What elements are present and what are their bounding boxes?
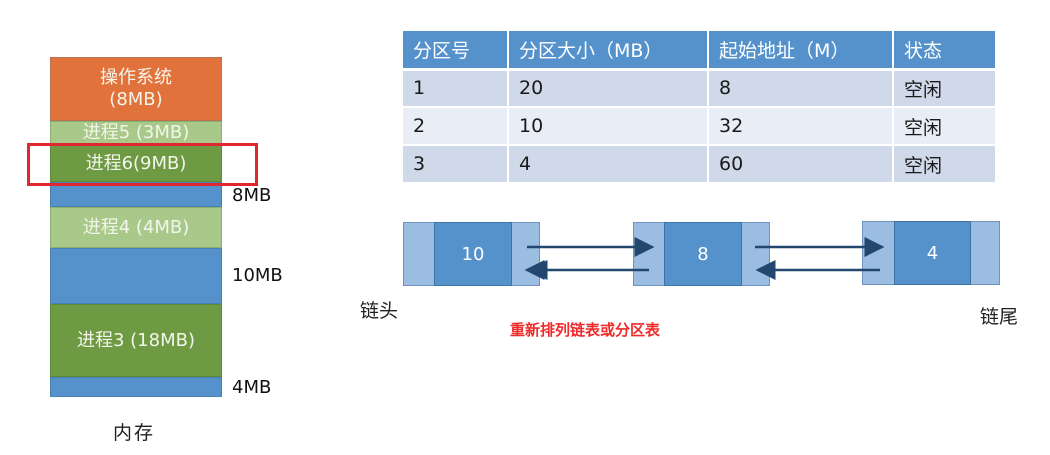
table-row: 3 4 60 空闲 xyxy=(403,145,995,184)
memory-block-free-2 xyxy=(50,248,222,304)
memory-block-process-5: 进程5 (3MB) xyxy=(50,121,222,145)
highlight-box xyxy=(27,143,258,186)
node-value-text: 10 xyxy=(461,243,485,265)
free-size-label: 4MB xyxy=(232,377,272,398)
table-cell: 1 xyxy=(403,69,508,108)
memory-block-label: 操作系统 xyxy=(100,67,172,88)
list-node-3: 4 xyxy=(862,221,1000,285)
table-cell: 2 xyxy=(403,107,508,146)
memory-block-process-4: 进程4 (4MB) xyxy=(50,207,222,248)
rearrange-note: 重新排列链表或分区表 xyxy=(510,321,661,339)
table-cell: 空闲 xyxy=(892,69,995,108)
memory-caption: 内存 xyxy=(113,422,156,444)
table-cell: 空闲 xyxy=(892,107,995,146)
table-cell: 10 xyxy=(507,107,708,146)
table-row: 2 10 32 空闲 xyxy=(403,107,995,146)
free-size-label: 8MB xyxy=(232,185,272,206)
memory-block-process-3: 进程3 (18MB) xyxy=(50,304,222,377)
column-header: 起始地址（M） xyxy=(707,31,893,71)
memory-block-label: 进程3 (18MB) xyxy=(76,329,195,351)
free-size-label: 10MB xyxy=(232,265,283,286)
table-cell: 20 xyxy=(507,69,708,108)
table-cell: 8 xyxy=(707,69,893,108)
list-head-label: 链头 xyxy=(360,300,399,322)
table-cell: 60 xyxy=(707,145,893,184)
table-cell: 32 xyxy=(707,107,893,146)
memory-block-free-3 xyxy=(50,377,222,397)
column-header: 分区号 xyxy=(403,31,508,71)
list-node-value: 8 xyxy=(664,222,742,286)
table-row: 1 20 8 空闲 xyxy=(403,69,995,108)
table-cell: 3 xyxy=(403,145,508,184)
table-cell: 4 xyxy=(507,145,708,184)
list-node-2: 8 xyxy=(633,222,770,286)
column-header: 状态 xyxy=(892,31,995,71)
memory-block-label: 进程5 (3MB) xyxy=(82,122,190,143)
memory-block-free-1 xyxy=(50,182,222,207)
list-node-value: 4 xyxy=(894,221,971,285)
list-tail-label: 链尾 xyxy=(980,306,1019,328)
partition-table: 分区号 分区大小（MB） 起始地址（M） 状态 1 20 8 空闲 2 10 3… xyxy=(403,31,995,184)
node-value-text: 8 xyxy=(697,243,709,265)
table-header-row: 分区号 分区大小（MB） 起始地址（M） 状态 xyxy=(403,31,995,71)
memory-block-size: (8MB) xyxy=(109,89,163,110)
table-cell: 空闲 xyxy=(892,145,995,184)
memory-block-label: 进程6(9MB) xyxy=(85,152,187,174)
memory-block-process-6: 进程6(9MB) xyxy=(50,145,222,182)
memory-block-os: 操作系统 (8MB) xyxy=(50,57,222,121)
memory-block-label: 进程4 (4MB) xyxy=(82,216,190,238)
node-value-text: 4 xyxy=(926,242,939,264)
list-node-value: 10 xyxy=(434,222,512,286)
list-node-1: 10 xyxy=(403,222,540,286)
column-header: 分区大小（MB） xyxy=(507,31,708,71)
